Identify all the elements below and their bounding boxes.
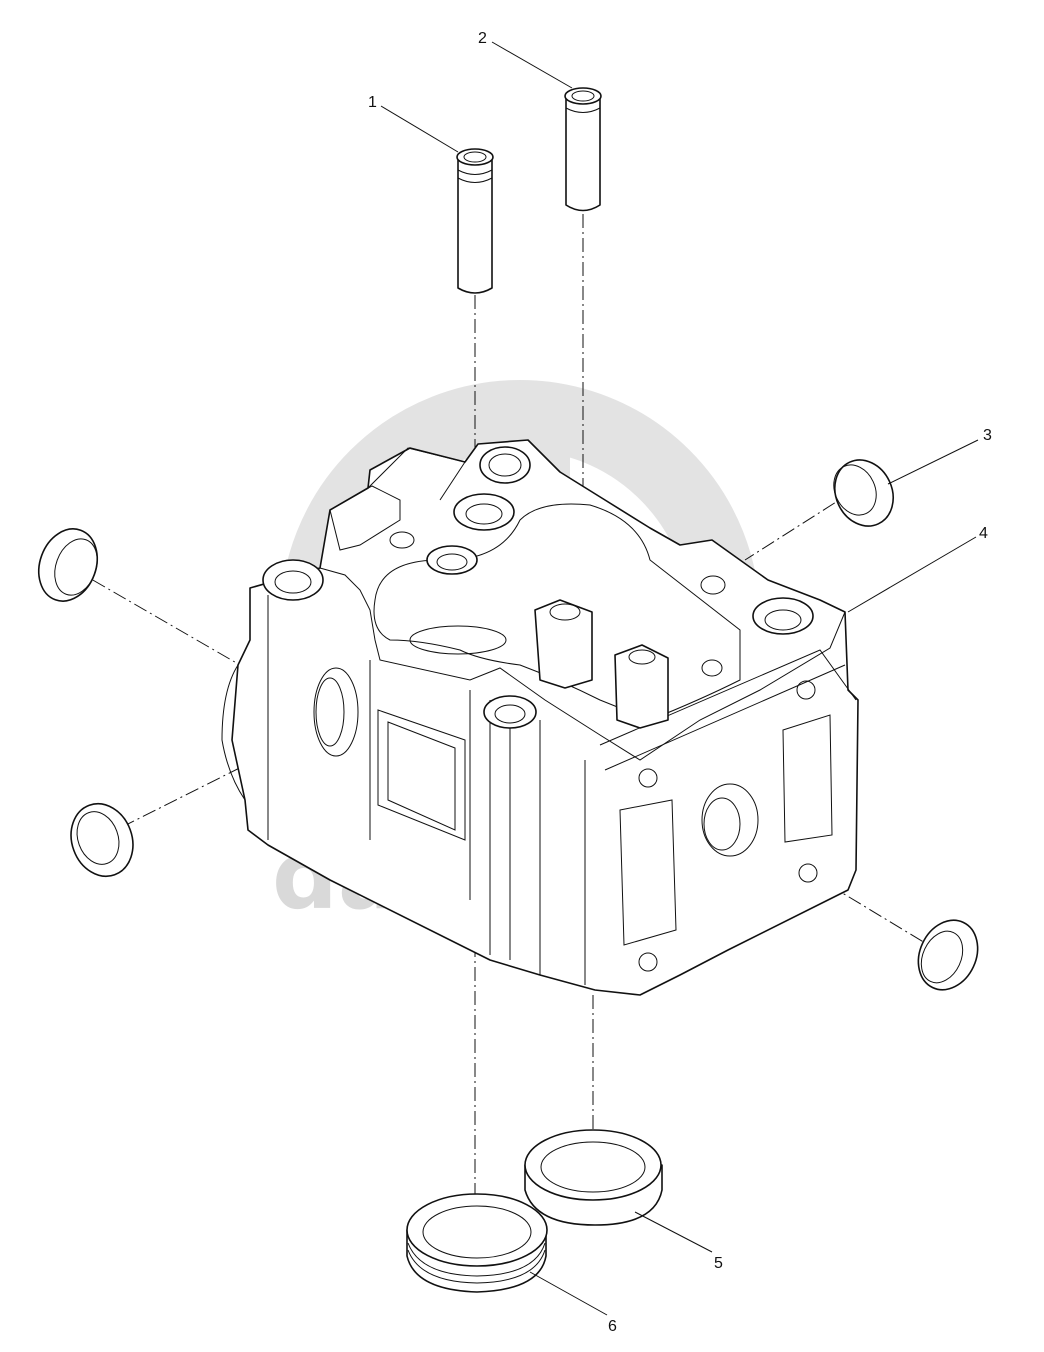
callout-4: 4	[979, 525, 988, 542]
sealing-plug-left-upper	[38, 528, 98, 602]
valve-seat-ring-6	[406, 1193, 548, 1293]
cylinder-head	[221, 439, 859, 996]
valve-guide-long	[564, 87, 602, 212]
callout-6: 6	[608, 1318, 617, 1335]
valve-guide-short	[456, 148, 494, 294]
callout-leaders	[380, 41, 979, 1316]
sealing-plug-top-right	[833, 459, 894, 527]
sealing-plug-left-lower	[70, 802, 134, 878]
callout-2: 2	[478, 30, 487, 47]
callout-labels: 1 2 3 4 5 6	[368, 30, 992, 1335]
valve-seat-ring-5	[524, 1129, 663, 1226]
callout-5: 5	[714, 1255, 723, 1272]
callout-3: 3	[983, 427, 992, 444]
callout-1: 1	[368, 94, 377, 111]
sealing-plug-right-lower	[917, 919, 979, 991]
